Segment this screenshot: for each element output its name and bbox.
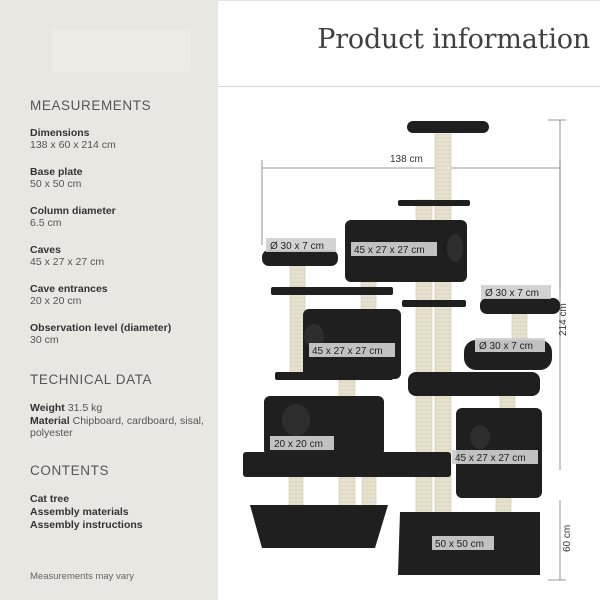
- measurements-heading: MEASUREMENTS: [30, 98, 152, 113]
- tag-entrance: 20 x 20 cm: [270, 436, 334, 450]
- page-title: Product information: [317, 24, 590, 55]
- height-label: 214 cm: [558, 303, 569, 336]
- contents-list: Cat tree Assembly materials Assembly ins…: [30, 493, 143, 532]
- svg-text:Ø 30 x 7 cm: Ø 30 x 7 cm: [479, 341, 533, 352]
- tag-platform-left: Ø 30 x 7 cm: [266, 238, 336, 252]
- width-label: 138 cm: [390, 154, 423, 165]
- measurement-base-plate: Base plate 50 x 50 cm: [30, 166, 83, 190]
- contents-item: Cat tree: [30, 493, 70, 505]
- svg-text:Ø 30 x 7 cm: Ø 30 x 7 cm: [485, 288, 539, 299]
- tag-platform-right-top: Ø 30 x 7 cm: [481, 285, 551, 299]
- tag-platform-right-mid: Ø 30 x 7 cm: [475, 338, 545, 352]
- measurement-cave-entrances: Cave entrances 20 x 20 cm: [30, 283, 108, 307]
- measurement-observation-level: Observation level (diameter) 30 cm: [30, 322, 172, 346]
- svg-text:50 x 50 cm: 50 x 50 cm: [435, 539, 484, 550]
- measurement-column-diameter: Column diameter 6.5 cm: [30, 205, 116, 229]
- top-divider: [218, 0, 600, 1]
- cave-openings: [282, 234, 490, 449]
- material-line: Material Chipboard, cardboard, sisal, po…: [30, 414, 204, 440]
- svg-text:20 x 20 cm: 20 x 20 cm: [274, 439, 323, 450]
- svg-text:45 x 27 x 27 cm: 45 x 27 x 27 cm: [455, 453, 526, 464]
- measurement-caves: Caves 45 x 27 x 27 cm: [30, 244, 105, 268]
- contents-heading: CONTENTS: [30, 463, 110, 478]
- info-sidebar: MEASUREMENTS Dimensions 138 x 60 x 214 c…: [0, 0, 218, 600]
- svg-text:Ø 30 x 7 cm: Ø 30 x 7 cm: [270, 241, 324, 252]
- technical-details: Weight 31.5 kg Material Chipboard, cardb…: [30, 402, 210, 440]
- height-dimension: [548, 119, 566, 581]
- tag-cave-right: 45 x 27 x 27 cm: [452, 450, 538, 464]
- contents-item: Assembly materials: [30, 506, 129, 518]
- depth-label: 60 cm: [562, 525, 573, 552]
- measurement-dimensions: Dimensions 138 x 60 x 214 cm: [30, 127, 116, 151]
- weight-line: Weight 31.5 kg: [30, 402, 103, 414]
- tag-base-plate: 50 x 50 cm: [432, 536, 494, 550]
- cat-tree-diagram: 138 cm 214 cm 60 cm: [243, 119, 573, 581]
- tag-cave-top: 45 x 27 x 27 cm: [351, 242, 437, 256]
- svg-text:45 x 27 x 27 cm: 45 x 27 x 27 cm: [312, 346, 383, 357]
- footnote: Measurements may vary: [30, 571, 135, 582]
- svg-text:45 x 27 x 27 cm: 45 x 27 x 27 cm: [354, 245, 425, 256]
- brand-logo-placeholder: [52, 30, 190, 72]
- header-divider: [218, 86, 600, 87]
- tag-cave-mid: 45 x 27 x 27 cm: [309, 343, 395, 357]
- contents-item: Assembly instructions: [30, 519, 143, 531]
- technical-heading: TECHNICAL DATA: [30, 372, 153, 387]
